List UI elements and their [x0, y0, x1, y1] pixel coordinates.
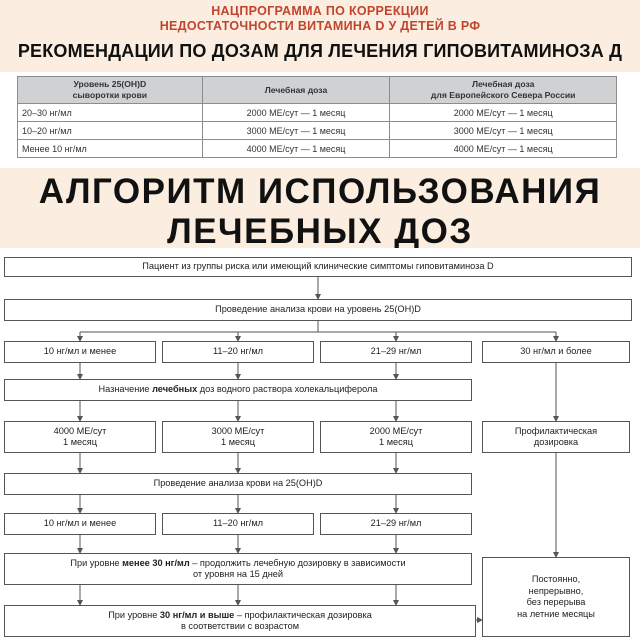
- level1-box-low: 10 нг/мл и менее: [4, 341, 156, 363]
- prophylactic-line2: дозировка: [533, 437, 579, 447]
- table-cell-level: Менее 10 нг/мл: [17, 139, 203, 158]
- table-cell-level: 10–20 нг/мл: [17, 121, 203, 140]
- level1-box-high: 21–29 нг/мл: [320, 341, 472, 363]
- dose-table-panel: Уровень 25(OH)D сыворотки крови Лечебная…: [0, 72, 640, 168]
- flowchart-panel: Пациент из группы риска или имеющий клин…: [0, 248, 640, 640]
- dose-box-line1: 4000 МЕ/сут: [53, 425, 107, 436]
- level2-box-high: 21–29 нг/мл: [320, 513, 472, 535]
- table-row: 10–20 нг/мл 3000 МЕ/сут — 1 месяц 3000 М…: [17, 121, 617, 140]
- table-cell-north-dose: 4000 МЕ/сут — 1 месяц: [389, 139, 617, 158]
- prophylaxis-bold: 30 нг/мл и выше: [159, 609, 235, 620]
- prophylactic-line1: Профилактическая: [514, 425, 598, 436]
- algorithm-heading-line-2: ЛЕЧЕБНЫХ ДОЗ: [167, 212, 473, 251]
- continue-after: – продолжить лечебную дозировку в зависи…: [189, 557, 406, 568]
- dose-box-line1: 3000 МЕ/сут: [211, 425, 265, 436]
- flowchart-connectors: [77, 277, 559, 623]
- prophylaxis-before: При уровне: [108, 609, 160, 620]
- constant-line: без перерыва: [526, 597, 586, 607]
- continue-bold: менее 30 нг/мл: [122, 557, 190, 568]
- dose-box-line2: 1 месяц: [63, 437, 97, 447]
- table-cell-dose: 2000 МЕ/сут — 1 месяц: [201, 103, 391, 122]
- subtitle-line-2: НЕДОСТАТОЧНОСТИ ВИТАМИНА D У ДЕТЕЙ В РФ: [159, 19, 481, 33]
- level2-box-low: 10 нг/мл и менее: [4, 513, 156, 535]
- constant-dosing-box: Постоянно, непрерывно, без перерыва на л…: [482, 557, 630, 637]
- dose-box-line2: 1 месяц: [379, 437, 413, 447]
- dose-box-3000: 3000 МЕ/сут 1 месяц: [162, 421, 314, 453]
- dose-table-header-dose: Лечебная доза: [201, 76, 391, 104]
- assign-text-bold: лечебных: [152, 384, 198, 395]
- header-north-text: Лечебная доза для Европейского Севера Ро…: [430, 79, 576, 100]
- prophylaxis-line1: При уровне 30 нг/мл и выше – профилактич…: [108, 610, 372, 622]
- dose-heading: РЕКОМЕНДАЦИИ ПО ДОЗАМ ДЛЯ ЛЕЧЕНИЯ ГИПОВИ…: [17, 41, 623, 61]
- level1-box-mid: 11–20 нг/мл: [162, 341, 314, 363]
- continue-before: При уровне: [70, 557, 123, 568]
- table-cell-level: 20–30 нг/мл: [17, 103, 203, 122]
- dose-box-4000: 4000 МЕ/сут 1 месяц: [4, 421, 156, 453]
- subtitle-line-1: НАЦПРОГРАММА ПО КОРРЕКЦИИ: [211, 4, 429, 18]
- dose-box-line2: 1 месяц: [221, 437, 255, 447]
- dose-table: Уровень 25(OH)D сыворотки крови Лечебная…: [17, 76, 617, 158]
- constant-line: непрерывно,: [528, 585, 584, 596]
- level2-box-mid: 11–20 нг/мл: [162, 513, 314, 535]
- table-row: 20–30 нг/мл 2000 МЕ/сут — 1 месяц 2000 М…: [17, 103, 617, 122]
- table-cell-north-dose: 2000 МЕ/сут — 1 месяц: [389, 103, 617, 122]
- dose-table-header-row: Уровень 25(OH)D сыворотки крови Лечебная…: [17, 76, 617, 104]
- table-cell-dose: 3000 МЕ/сут — 1 месяц: [201, 121, 391, 140]
- assign-box: Назначение лечебных доз водного раствора…: [4, 379, 472, 401]
- algorithm-heading-line-1: АЛГОРИТМ ИСПОЛЬЗОВАНИЯ: [38, 172, 602, 211]
- continue-treatment-box: При уровне менее 30 нг/мл – продолжить л…: [4, 553, 472, 585]
- constant-line: на летние месяцы: [517, 608, 595, 619]
- dose-table-header-level: Уровень 25(OH)D сыворотки крови: [17, 76, 203, 104]
- constant-line: Постоянно,: [531, 574, 581, 584]
- dose-box-2000: 2000 МЕ/сут 1 месяц: [320, 421, 472, 453]
- dose-table-header-north: Лечебная доза для Европейского Севера Ро…: [389, 76, 617, 104]
- start-box: Пациент из группы риска или имеющий клин…: [4, 257, 632, 277]
- branch-test1-to-levels: [80, 321, 556, 333]
- test2-box: Проведение анализа крови на 25(OH)D: [4, 473, 472, 495]
- prophylaxis-box: При уровне 30 нг/мл и выше – профилактич…: [4, 605, 476, 637]
- program-subtitle: НАЦПРОГРАММА ПО КОРРЕКЦИИ НЕДОСТАТОЧНОСТ…: [0, 4, 640, 34]
- assign-text-before: Назначение: [98, 384, 153, 395]
- assign-text-after: доз водного раствора холекальциферола: [197, 384, 378, 395]
- header-dose-text: Лечебная доза: [264, 84, 328, 95]
- table-row: Менее 10 нг/мл 4000 МЕ/сут — 1 месяц 400…: [17, 139, 617, 158]
- test1-box: Проведение анализа крови на уровень 25(O…: [4, 299, 632, 321]
- prophylaxis-after: – профилактическая дозировка: [234, 609, 372, 620]
- header-level-text: Уровень 25(OH)D сыворотки крови: [72, 79, 148, 100]
- prophylaxis-line2: в соответствии с возрастом: [180, 621, 300, 631]
- continue-line2: от уровня на 15 дней: [192, 569, 284, 579]
- assign-text: Назначение лечебных доз водного раствора…: [98, 384, 377, 396]
- dose-box-line1: 2000 МЕ/сут: [369, 425, 423, 436]
- table-cell-dose: 4000 МЕ/сут — 1 месяц: [201, 139, 391, 158]
- level1-box-sufficient: 30 нг/мл и более: [482, 341, 630, 363]
- algorithm-heading: АЛГОРИТМ ИСПОЛЬЗОВАНИЯ ЛЕЧЕБНЫХ ДОЗ: [0, 172, 640, 252]
- table-cell-north-dose: 3000 МЕ/сут — 1 месяц: [389, 121, 617, 140]
- continue-line1: При уровне менее 30 нг/мл – продолжить л…: [70, 558, 405, 570]
- prophylactic-dose-box: Профилактическая дозировка: [482, 421, 630, 453]
